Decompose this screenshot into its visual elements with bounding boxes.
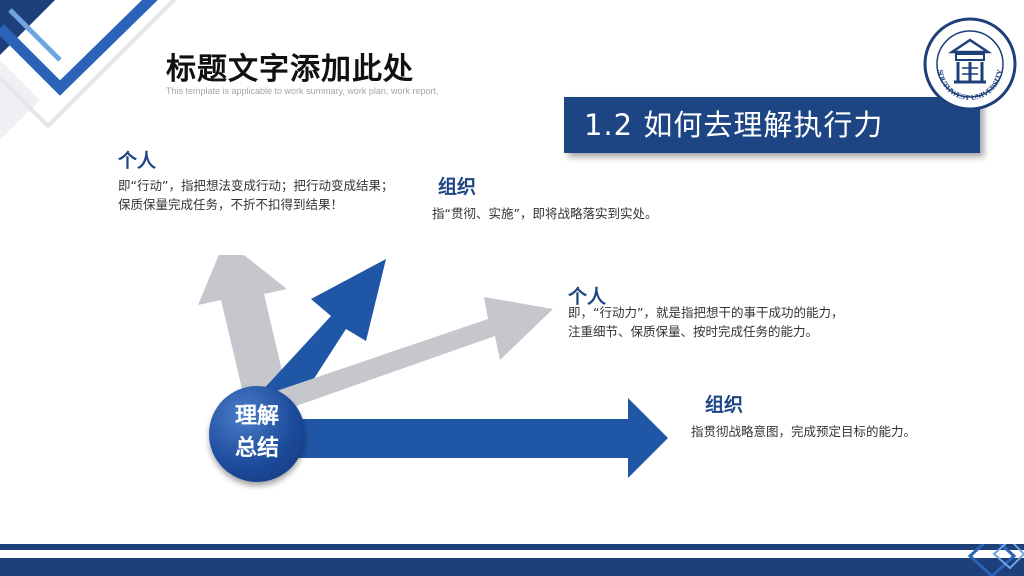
block-organization-text: 指“贯彻、实施”，即将战略落实到实处。 [432, 206, 658, 221]
footer-bars [0, 544, 1024, 576]
page-title: 标题文字添加此处 [166, 52, 414, 87]
arrow-gray-up [198, 255, 290, 410]
arrow-blue-right [258, 398, 668, 478]
block-individual-text: 即“行动”，指把想法变成行动；把行动变成结果；保质保量完成任务，不折不扣得到结果… [118, 178, 394, 212]
block-individual-2-text: 即，“行动力”，就是指把想干的事干成功的能力，注重细节、保质保量、按时完成任务的… [568, 305, 844, 339]
block-individual-2-title: 个人 [568, 286, 607, 308]
block-organization-2-text: 指贯彻战略意图，完成预定目标的能力。 [691, 424, 917, 439]
arrow-gray-right [250, 297, 553, 418]
block-individual-title: 个人 [118, 150, 157, 172]
block-organization-2-title: 组织 [705, 394, 744, 416]
summary-label: 理解 总结 [234, 404, 279, 461]
university-seal-icon: SOUTHWEST UNIVERSITY [923, 17, 1017, 111]
block-organization-title: 组织 [438, 176, 477, 198]
section-banner: 1.2 如何去理解执行力 [564, 97, 980, 153]
summary-circle: 理解 总结 [209, 386, 305, 482]
page-subtitle: This template is applicable to work summ… [166, 86, 439, 96]
corner-decoration [0, 0, 177, 140]
